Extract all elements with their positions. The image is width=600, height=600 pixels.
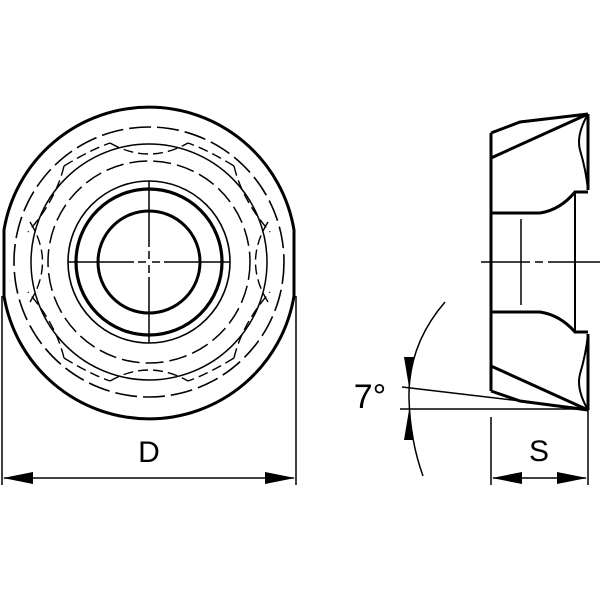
dimension-arrow-right	[265, 472, 295, 484]
side-edge-wave-bottom	[578, 333, 589, 411]
diameter-dimension	[1, 296, 297, 485]
side-bottom-clearance	[490, 364, 589, 412]
side-hole-bottom	[491, 310, 588, 334]
side-view	[400, 112, 600, 485]
thickness-arrow-left	[492, 472, 522, 484]
clearance-angle-label: 7°	[354, 378, 387, 416]
chip-breaker-lobes	[27, 142, 271, 382]
side-top-clearance	[490, 112, 589, 160]
side-top-chamfer	[490, 112, 589, 135]
thickness-arrow-right	[557, 472, 587, 484]
thickness-label: S	[529, 435, 549, 468]
front-centerlines	[68, 181, 230, 343]
cutting-edge-circle	[13, 126, 285, 398]
dimension-arrow-left	[3, 472, 33, 484]
side-edge-wave-top	[578, 113, 589, 191]
insert-outer-contour	[2, 105, 296, 421]
clearance-angle-dimension	[400, 301, 589, 477]
side-hole-top	[491, 190, 588, 215]
angle-arrow-bottom	[404, 410, 414, 440]
angle-arrow-top	[404, 357, 414, 387]
rake-face-circle	[30, 143, 268, 381]
chip-breaker-circle	[47, 160, 251, 364]
front-view	[1, 105, 297, 485]
diameter-label: D	[138, 436, 160, 469]
